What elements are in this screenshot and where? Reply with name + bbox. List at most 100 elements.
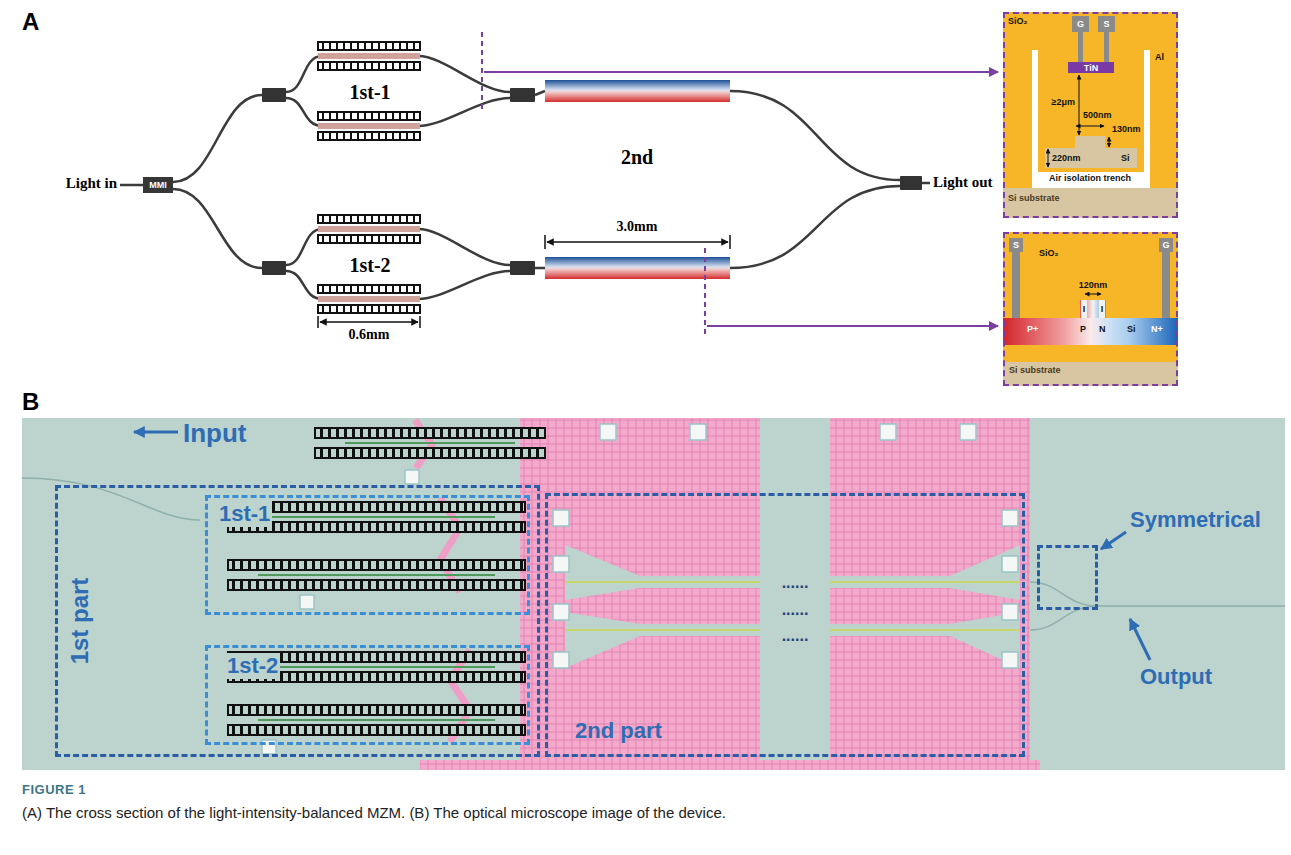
ellipsis-mark: ......	[782, 627, 809, 645]
waveguide	[22, 478, 1285, 630]
node-label: I	[1083, 304, 1086, 314]
node-label: Air isolation trench	[1049, 173, 1131, 183]
dimension-line	[318, 316, 420, 328]
heater-waveguide	[258, 666, 495, 668]
node-label: SiO₂	[1008, 16, 1028, 26]
section-cut	[484, 71, 998, 73]
node-label: 1st-2	[225, 653, 280, 679]
section-cut	[707, 325, 998, 327]
splitter	[510, 88, 535, 102]
node-label: SiO₂	[1039, 248, 1059, 258]
ellipsis-mark: ......	[782, 574, 809, 592]
microscope-image	[420, 760, 1040, 770]
node-label: Si	[1127, 324, 1136, 334]
heater-waveguide	[258, 719, 495, 721]
microscope-image	[830, 418, 1030, 762]
node-label: 130nm	[1112, 124, 1141, 134]
waveguide	[286, 56, 510, 92]
node-label: G	[1162, 241, 1169, 250]
cross-section-drawing	[1078, 32, 1083, 62]
bond-pad	[1002, 652, 1018, 668]
heater-electrode	[318, 62, 420, 70]
dimension-line	[1085, 294, 1101, 295]
microscope-image	[520, 418, 760, 762]
cross-section-drawing	[1045, 148, 1137, 168]
node-label: S	[1013, 241, 1019, 250]
electrode-pad: S	[1009, 238, 1023, 252]
heater-electrode	[228, 502, 525, 512]
microscope-image	[565, 545, 760, 600]
port-label: Input	[183, 418, 247, 449]
dimension-line	[1048, 75, 1109, 167]
bond-pad	[690, 424, 706, 440]
heater-waveguide	[258, 574, 495, 576]
dimension-label: 0.6mm	[349, 327, 390, 343]
bond-pad	[1002, 510, 1018, 526]
cross-section-drawing	[1003, 12, 1178, 218]
section-cut	[481, 32, 483, 110]
splitter	[900, 176, 922, 190]
section-cut	[704, 248, 706, 334]
cross-section-drawing	[1081, 300, 1087, 318]
node-label: 220nm	[1052, 153, 1081, 163]
heater-electrode	[318, 132, 420, 140]
bond-pad	[600, 424, 616, 440]
bond-pad	[880, 424, 896, 440]
heater-electrode	[228, 522, 525, 532]
cross-section-drawing	[1162, 252, 1170, 318]
region-box: Symmetrical	[1037, 545, 1098, 610]
node-label: 2nd part	[575, 718, 662, 744]
panel-letter: B	[22, 388, 39, 416]
heater-electrode	[228, 428, 545, 735]
dimension-label: 3.0mm	[617, 219, 658, 235]
pointer-arrow	[134, 431, 178, 434]
cross-section-inset: GSTiNSiO₂Al≥2μm500nm130nm220nmSiAir isol…	[1003, 12, 1178, 218]
heater-segment	[318, 296, 420, 302]
node-label: Si	[1121, 153, 1130, 163]
heater-segment	[318, 53, 420, 59]
phase-shifter	[545, 257, 730, 279]
node-label: 120nm	[1079, 280, 1108, 290]
cross-section-drawing	[1099, 300, 1105, 318]
section-cut	[482, 32, 998, 334]
port-label: Light out	[933, 174, 993, 191]
splitter	[262, 261, 286, 275]
node-label: I	[1101, 304, 1104, 314]
bond-pad	[553, 604, 569, 620]
dimension-line	[1076, 126, 1104, 127]
node-label: ≥2μm	[1052, 97, 1075, 107]
heater-electrode	[315, 428, 545, 438]
node-label: N	[1099, 324, 1106, 334]
heater-layer: TiN	[1068, 62, 1114, 73]
region-box: 1st-2	[205, 645, 530, 745]
cross-section-drawing	[1075, 136, 1105, 148]
bond-pad	[1002, 604, 1018, 620]
node-label: Symmetrical	[1130, 507, 1261, 533]
splitter	[510, 261, 535, 275]
node-label: P	[1080, 324, 1086, 334]
ellipsis-mark: ......	[782, 601, 809, 619]
node-label: N+	[1151, 324, 1163, 334]
heater-waveguide	[258, 516, 495, 518]
splitter	[262, 88, 286, 102]
cross-section-inset: SGSiO₂120nmIIP+PNSiN+Si substrate	[1003, 232, 1178, 386]
electrode-pad: G	[1072, 16, 1089, 32]
pointer-arrow	[1101, 532, 1126, 549]
dimension-line	[1048, 149, 1049, 167]
region-box: 1st-11st-21st part	[55, 485, 540, 757]
heater-segment	[318, 53, 420, 302]
cross-section-drawing	[1104, 32, 1109, 62]
waveguide	[286, 98, 510, 126]
microscope-image	[22, 418, 1285, 770]
waveguide	[173, 189, 262, 268]
heater-electrode	[228, 560, 525, 570]
heater-electrode	[318, 285, 420, 293]
node-label: S	[1103, 20, 1109, 29]
figure-caption: (A) The cross section of the light-inten…	[22, 804, 1272, 821]
bond-pad	[1002, 556, 1018, 572]
bond-pad	[553, 556, 569, 572]
waveguide	[730, 91, 900, 180]
figure-number: FIGURE 1	[22, 782, 86, 797]
heater-electrode	[315, 448, 545, 458]
